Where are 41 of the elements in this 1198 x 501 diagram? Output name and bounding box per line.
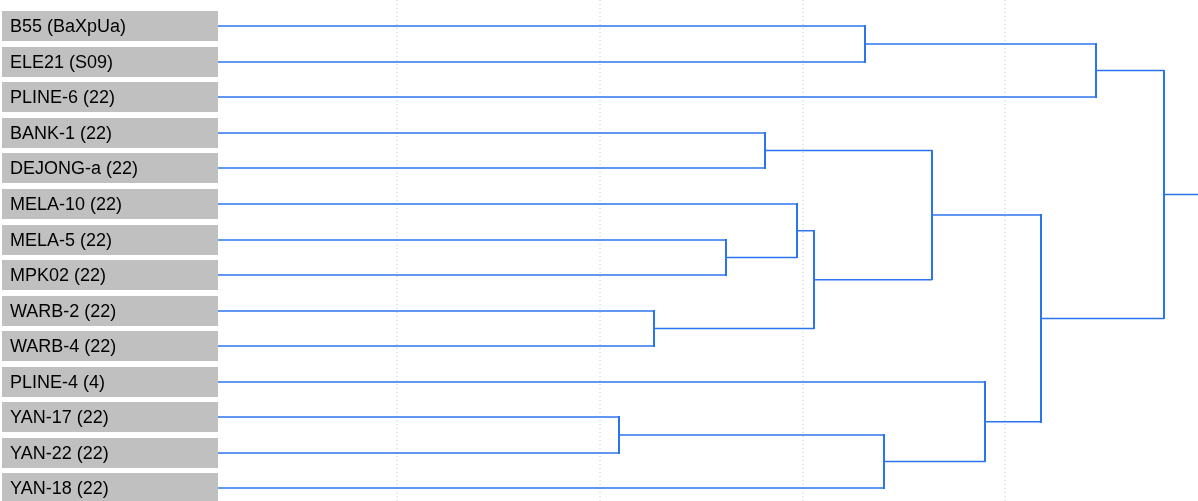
branch-line [217, 132, 766, 134]
taxon-label: YAN-17 (22) [2, 402, 218, 432]
branch-line [217, 203, 798, 205]
taxon-label: BANK-1 (22) [2, 118, 218, 148]
branch-line [1040, 317, 1165, 320]
branch-line [725, 256, 798, 259]
branch-line [1163, 193, 1198, 196]
taxon-label: MELA-10 (22) [2, 189, 218, 219]
branch-line [931, 214, 1042, 216]
taxon-label: MELA-5 (22) [2, 225, 218, 255]
branch-line [217, 416, 620, 418]
taxon-label: YAN-18 (22) [2, 473, 218, 501]
branch-line [217, 167, 766, 169]
branch-line [217, 345, 655, 347]
branch-line [653, 327, 815, 330]
taxon-label: WARB-2 (22) [2, 296, 218, 326]
taxon-label: DEJONG-a (22) [2, 153, 218, 183]
branch-line [217, 61, 866, 63]
branch-line [217, 310, 655, 312]
branch-line [217, 381, 986, 383]
taxon-label: MPK02 (22) [2, 260, 218, 290]
branch-line [864, 43, 1097, 45]
taxon-label: PLINE-4 (4) [2, 367, 218, 397]
branch-line [217, 239, 727, 241]
branch-line [813, 278, 933, 281]
taxon-label: B55 (BaXpUa) [2, 11, 218, 41]
branch-line [1095, 69, 1165, 72]
branch-line [883, 460, 986, 463]
branch-line [764, 149, 933, 152]
taxon-label: WARB-4 (22) [2, 331, 218, 361]
branch-line [217, 274, 727, 276]
branch-line [217, 452, 620, 454]
branch-line [796, 230, 815, 232]
branch-line [984, 421, 1042, 423]
branch-line [217, 487, 885, 489]
branch-line [618, 434, 885, 436]
branch-line [217, 96, 1097, 98]
taxon-label: ELE21 (S09) [2, 47, 218, 77]
taxon-label: PLINE-6 (22) [2, 82, 218, 112]
taxon-label: YAN-22 (22) [2, 438, 218, 468]
branch-line [217, 25, 866, 27]
